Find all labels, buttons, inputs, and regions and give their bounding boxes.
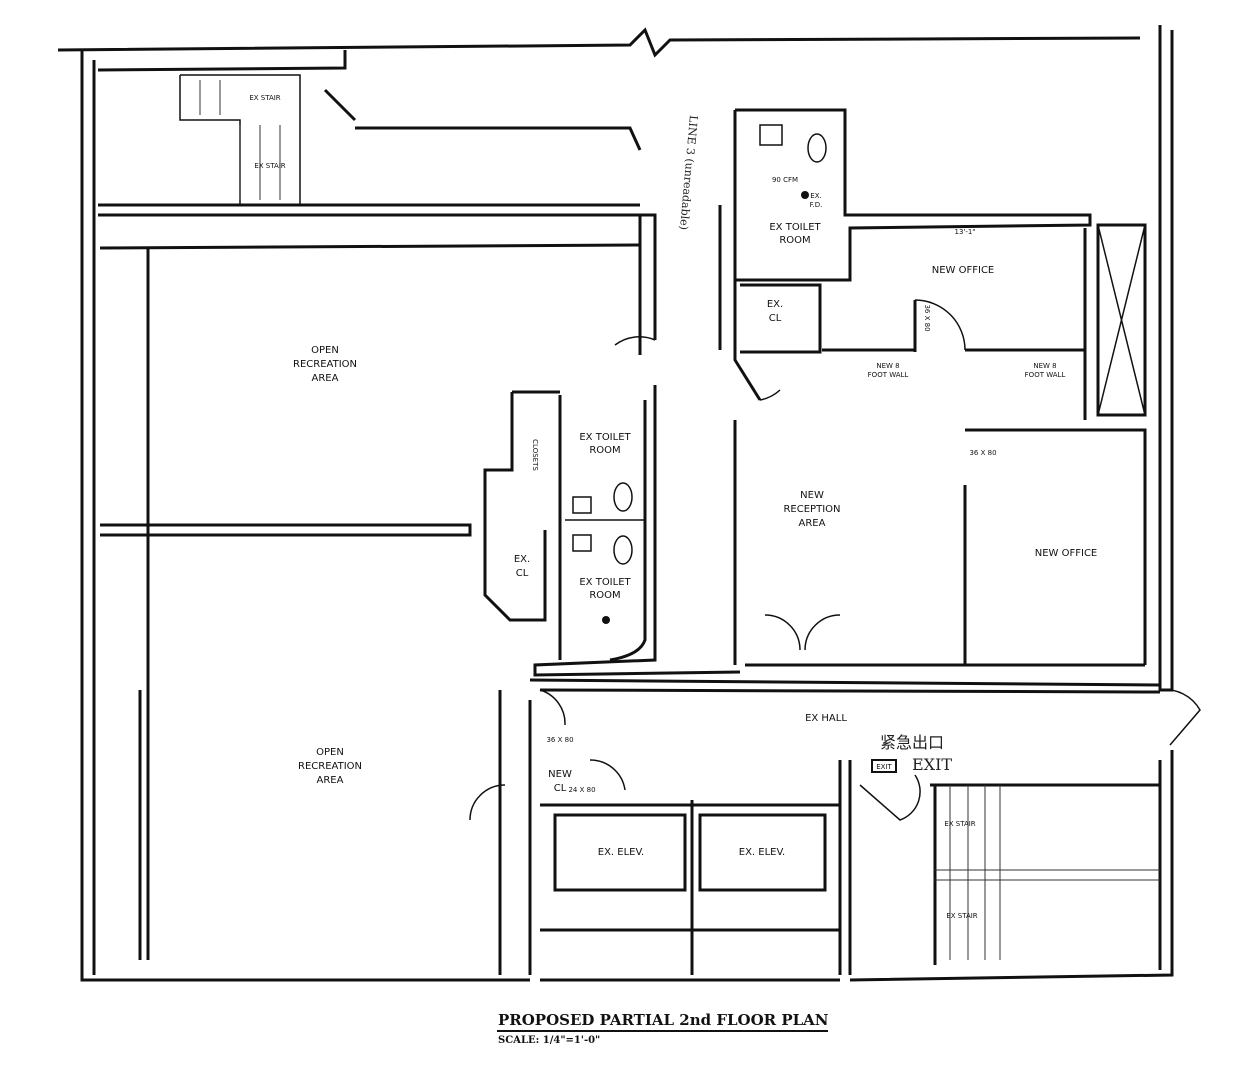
- svg-text:NEW 8: NEW 8: [876, 362, 899, 370]
- room-toilet-mid-2: EX TOILET ROOM: [579, 577, 631, 601]
- svg-text:36 X 80: 36 X 80: [923, 304, 931, 331]
- svg-text:EX.: EX.: [767, 299, 783, 310]
- svg-text:36 X 80: 36 X 80: [546, 736, 573, 744]
- svg-text:F.D.: F.D.: [810, 201, 823, 209]
- svg-text:EX STAIR: EX STAIR: [249, 94, 280, 102]
- room-new-office-1: NEW OFFICE: [932, 265, 995, 276]
- door-size-notes: 36 X 80 36 X 80 36 X 80: [546, 304, 996, 744]
- svg-text:RECREATION: RECREATION: [298, 761, 362, 772]
- svg-text:ROOM: ROOM: [589, 590, 620, 601]
- svg-text:EX TOILET: EX TOILET: [579, 432, 631, 443]
- room-toilet-mid-1: EX TOILET ROOM: [579, 432, 631, 456]
- room-ex-hall: EX HALL: [805, 713, 847, 724]
- svg-text:CL: CL: [769, 313, 782, 324]
- svg-text:90 CFM: 90 CFM: [772, 176, 798, 184]
- walls: [57, 25, 1201, 982]
- svg-text:ROOM: ROOM: [779, 235, 810, 246]
- exit-sign: EXIT: [871, 759, 897, 773]
- room-cl-mid: EX. CL: [514, 554, 530, 579]
- svg-text:EX.: EX.: [514, 554, 530, 565]
- svg-text:ROOM: ROOM: [589, 445, 620, 456]
- svg-text:EX TOILET: EX TOILET: [769, 222, 821, 233]
- svg-text:EX STAIR: EX STAIR: [254, 162, 285, 170]
- svg-text:CL: CL: [554, 783, 567, 794]
- svg-text:RECREATION: RECREATION: [293, 359, 357, 370]
- wall-notes: NEW 8 FOOT WALL NEW 8 FOOT WALL: [868, 362, 1066, 379]
- room-elevator-1: EX. ELEV.: [598, 847, 644, 858]
- svg-text:NEW 8: NEW 8: [1033, 362, 1056, 370]
- svg-text:NEW: NEW: [800, 490, 824, 501]
- svg-text:EXIT: EXIT: [876, 763, 892, 771]
- svg-text:EXIT: EXIT: [912, 755, 952, 774]
- stair-labels: EX STAIR EX STAIR EX STAIR EX STAIR: [249, 94, 977, 920]
- svg-text:RECEPTION: RECEPTION: [783, 504, 840, 515]
- room-new-office-2: NEW OFFICE: [1035, 548, 1098, 559]
- svg-text:EX STAIR: EX STAIR: [946, 912, 977, 920]
- svg-text:AREA: AREA: [317, 775, 344, 786]
- svg-text:AREA: AREA: [799, 518, 826, 529]
- room-cl-new: NEW CL 24 X 80: [548, 769, 595, 794]
- closets-label: CLOSETS: [531, 439, 539, 471]
- svg-text:OPEN: OPEN: [311, 345, 339, 356]
- handwritten-top-note: LINE 3 (unreadable): [677, 115, 700, 231]
- svg-text:紧急出口: 紧急出口: [880, 733, 944, 752]
- room-cl-top: EX. CL: [767, 299, 783, 324]
- drawing-title: PROPOSED PARTIAL 2nd FLOOR PLAN: [498, 1011, 829, 1029]
- room-elevator-2: EX. ELEV.: [739, 847, 785, 858]
- svg-text:EX.: EX.: [810, 192, 821, 200]
- svg-text:OPEN: OPEN: [316, 747, 344, 758]
- room-toilet-top: EX TOILET ROOM 90 CFM EX. F.D.: [769, 176, 822, 246]
- dimension-office: 13'-1": [954, 228, 975, 236]
- svg-text:CL: CL: [516, 568, 529, 579]
- svg-text:FOOT WALL: FOOT WALL: [868, 371, 909, 379]
- svg-text:EX TOILET: EX TOILET: [579, 577, 631, 588]
- svg-text:EX STAIR: EX STAIR: [944, 820, 975, 828]
- svg-text:FOOT WALL: FOOT WALL: [1025, 371, 1066, 379]
- svg-text:36 X 80: 36 X 80: [969, 449, 996, 457]
- svg-text:24 X 80: 24 X 80: [568, 786, 595, 794]
- svg-text:AREA: AREA: [312, 373, 339, 384]
- drawing-scale: SCALE: 1/4"=1'-0": [498, 1035, 600, 1046]
- room-open-recreation-1: OPEN RECREATION AREA: [293, 345, 357, 384]
- room-open-recreation-2: OPEN RECREATION AREA: [298, 747, 362, 786]
- room-new-reception: NEW RECEPTION AREA: [783, 490, 840, 529]
- handwritten-exit-note: 紧急出口 EXIT: [880, 733, 952, 774]
- svg-text:NEW: NEW: [548, 769, 572, 780]
